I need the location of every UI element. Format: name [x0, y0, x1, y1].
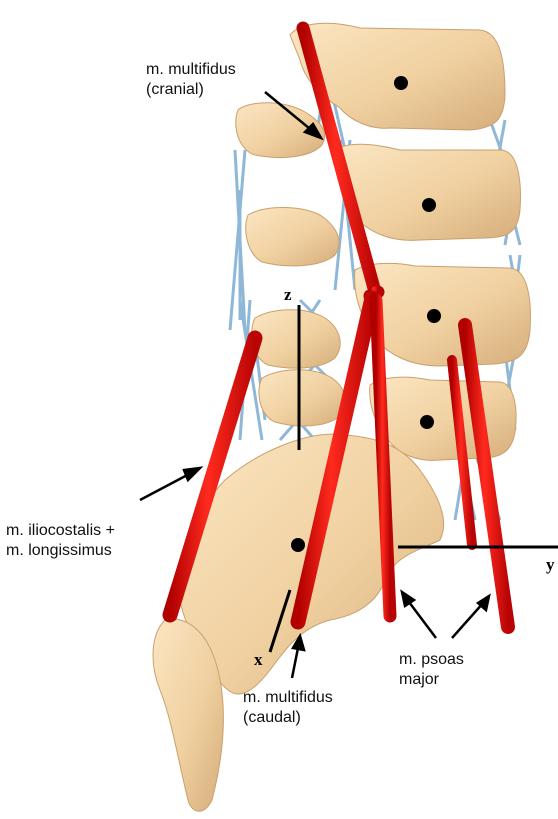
label-multifidus-cranial: m. multifidus (cranial) [146, 60, 236, 100]
label-iliocostalis-longissimus: m. iliocostalis + m. longissimus [6, 521, 115, 561]
z-axis-label: z [284, 285, 292, 305]
label-multifidus-caudal-line2: (caudal) [243, 708, 333, 728]
label-psoas-major: m. psoas major [399, 650, 464, 690]
label-psoas-line2: major [399, 670, 464, 690]
arrow-iliocostalis [140, 472, 193, 500]
x-axis-label: x [254, 650, 263, 670]
label-multifidus-caudal-line1: m. multifidus [243, 688, 333, 708]
arrow-psoas-left [406, 598, 436, 638]
vertebra-2 [246, 144, 521, 266]
label-psoas-line1: m. psoas [399, 650, 464, 670]
vertebra-1 [236, 23, 505, 157]
label-iliocostalis-line1: m. iliocostalis + [6, 521, 115, 541]
label-multifidus-caudal: m. multifidus (caudal) [243, 688, 333, 728]
label-multifidus-cranial-line2: (cranial) [146, 80, 236, 100]
muscle-psoas-major-right [465, 325, 508, 627]
label-iliocostalis-line2: m. longissimus [6, 541, 115, 561]
y-axis-label: y [546, 555, 555, 575]
label-multifidus-cranial-line1: m. multifidus [146, 60, 236, 80]
vertebra-3 [252, 263, 531, 368]
arrow-psoas-right [452, 602, 484, 638]
